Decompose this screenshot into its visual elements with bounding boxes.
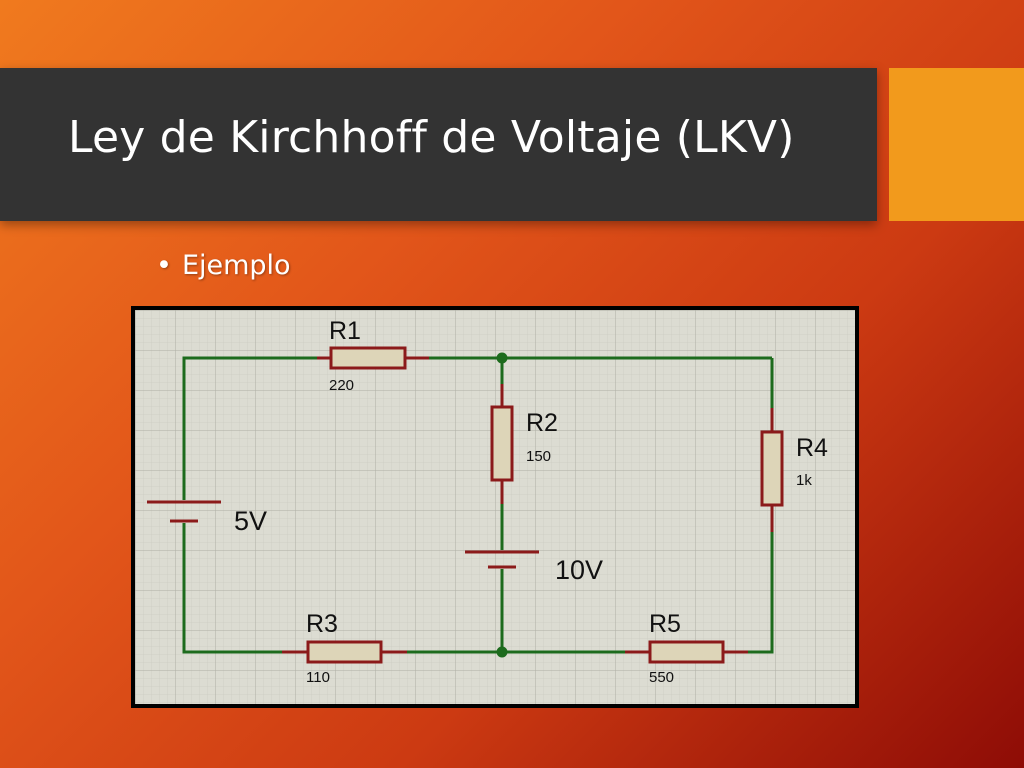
source-10v-label: 10V [555,555,603,585]
accent-box [889,68,1024,221]
node-bottom [496,646,508,658]
schematic-canvas: R1 220 R2 150 R3 110 R4 1k [135,310,855,704]
wires [182,356,774,654]
resistor-r2 [490,384,514,504]
title-bar [0,68,877,221]
r1-label: R1 [329,317,361,345]
wire-top-left [182,356,317,500]
r3-label: R3 [306,610,338,638]
wire-bottom-right [748,532,774,654]
r4-label: R4 [796,434,828,462]
battery-10v-icon [465,550,539,569]
node-top [496,352,508,364]
resistor-r5 [625,640,748,664]
circuit-schematic: R1 220 R2 150 R3 110 R4 1k [131,306,859,708]
bullet-text: Ejemplo [181,250,291,281]
r5-label: R5 [649,610,681,638]
resistor-r4 [760,408,784,532]
resistor-r1 [317,346,429,370]
r4-value: 1k [796,472,812,489]
slide-title: Ley de Kirchhoff de Voltaje (LKV) [68,112,795,163]
r3-value: 110 [306,669,330,686]
bullet-item: • Ejemplo [156,250,291,281]
r5-value: 550 [649,669,674,686]
grid-lines [135,310,855,704]
r1-value: 220 [329,377,354,394]
wire-bottom-left [182,523,282,654]
resistor-r3 [282,640,407,664]
battery-5v-icon [147,500,221,523]
source-5v-label: 5V [234,506,267,536]
r2-value: 150 [526,448,551,465]
r2-label: R2 [526,409,558,437]
bullet-dot-icon: • [156,250,172,281]
